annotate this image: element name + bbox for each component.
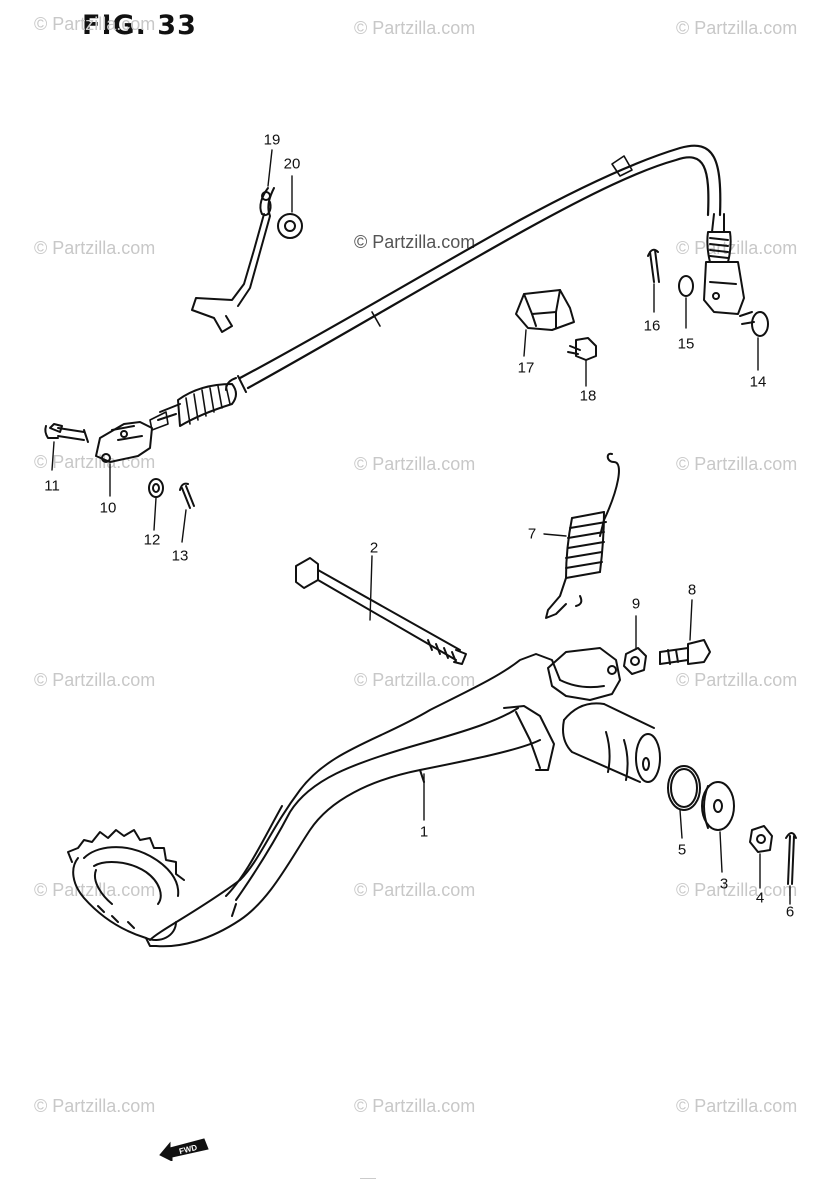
- watermark: © Partzilla.com: [354, 880, 476, 900]
- part-3-washer: [701, 781, 735, 831]
- brake-cable: [238, 144, 722, 390]
- watermark: © Partzilla.com: [676, 238, 798, 258]
- watermark: © Partzilla.com: [676, 454, 798, 474]
- callout-4: 4: [755, 889, 765, 907]
- watermark: © Partzilla.com: [34, 238, 156, 258]
- part-19-clip: [191, 187, 275, 333]
- part-14-pin: [739, 311, 769, 337]
- leader-lines: [51, 149, 791, 905]
- part-6-cotter-pin: [785, 832, 797, 885]
- callout-15: 15: [677, 335, 695, 353]
- callout-16: 16: [643, 317, 661, 335]
- watermark: © Partzilla.com: [354, 1096, 476, 1116]
- part-16-cotter-pin: [647, 248, 660, 283]
- callout-11: 11: [44, 477, 60, 495]
- watermark: © Partzilla.com: [354, 18, 476, 38]
- part-2-bolt: [295, 557, 467, 665]
- watermark: © Partzilla.com: [676, 670, 798, 690]
- callout-18: 18: [579, 387, 597, 405]
- figure-title: FIG. 33: [82, 10, 197, 41]
- watermark: © Partzilla.com: [354, 232, 476, 252]
- watermark: © Partzilla.com: [34, 670, 156, 690]
- callout-19: 19: [263, 131, 281, 149]
- part-5-circlip: [667, 765, 701, 811]
- callout-10: 10: [99, 499, 117, 517]
- callout-17: 17: [517, 359, 535, 377]
- watermark: © Partzilla.com: [354, 454, 476, 474]
- watermark: © Partzilla.com: [676, 18, 798, 38]
- callout-13: 13: [171, 547, 189, 565]
- watermark: © Partzilla.com: [34, 452, 156, 472]
- watermark: © Partzilla.com: [34, 880, 156, 900]
- part-18-bolt: [567, 337, 597, 361]
- callout-1: 1: [419, 823, 429, 841]
- part-13-cotter-pin: [179, 482, 195, 509]
- callout-2: 2: [369, 539, 379, 557]
- callout-20: 20: [283, 155, 301, 173]
- callout-8: 8: [687, 581, 697, 599]
- part-9-nut: [623, 647, 647, 675]
- part-1-brake-pedal: [67, 647, 661, 948]
- watermark: © Partzilla.com: [676, 880, 798, 900]
- callout-7: 7: [527, 525, 537, 543]
- part-12-washer-hole: [152, 483, 160, 493]
- callout-9: 9: [631, 595, 641, 613]
- callout-6: 6: [785, 903, 795, 921]
- part-17-bracket: [515, 289, 575, 331]
- part-20-nut: [277, 213, 303, 239]
- cable-boot: [149, 375, 247, 431]
- forward-arrow-label: FWD: [178, 1143, 198, 1156]
- forward-arrow-icon: FWD: [159, 1138, 209, 1161]
- part-10-cable-end: [95, 421, 153, 463]
- callout-3: 3: [719, 875, 729, 893]
- part-4-nut: [749, 825, 773, 853]
- watermark: © Partzilla.com: [34, 14, 156, 34]
- callout-14: 14: [749, 373, 767, 391]
- part-15-washer: [678, 275, 694, 297]
- watermark: © Partzilla.com: [676, 1096, 798, 1116]
- watermark: © Partzilla.com: [354, 670, 476, 690]
- part-12-washer: [148, 478, 164, 498]
- callout-12: 12: [143, 531, 161, 549]
- part-8-bolt: [659, 639, 711, 665]
- part-11-pin: [44, 423, 89, 443]
- watermark: © Partzilla.com: [34, 1096, 156, 1116]
- part-7-spring: [545, 452, 620, 619]
- cable-upper-end: [703, 213, 745, 315]
- callout-5: 5: [677, 841, 687, 859]
- footer-text: --------: [360, 1176, 376, 1182]
